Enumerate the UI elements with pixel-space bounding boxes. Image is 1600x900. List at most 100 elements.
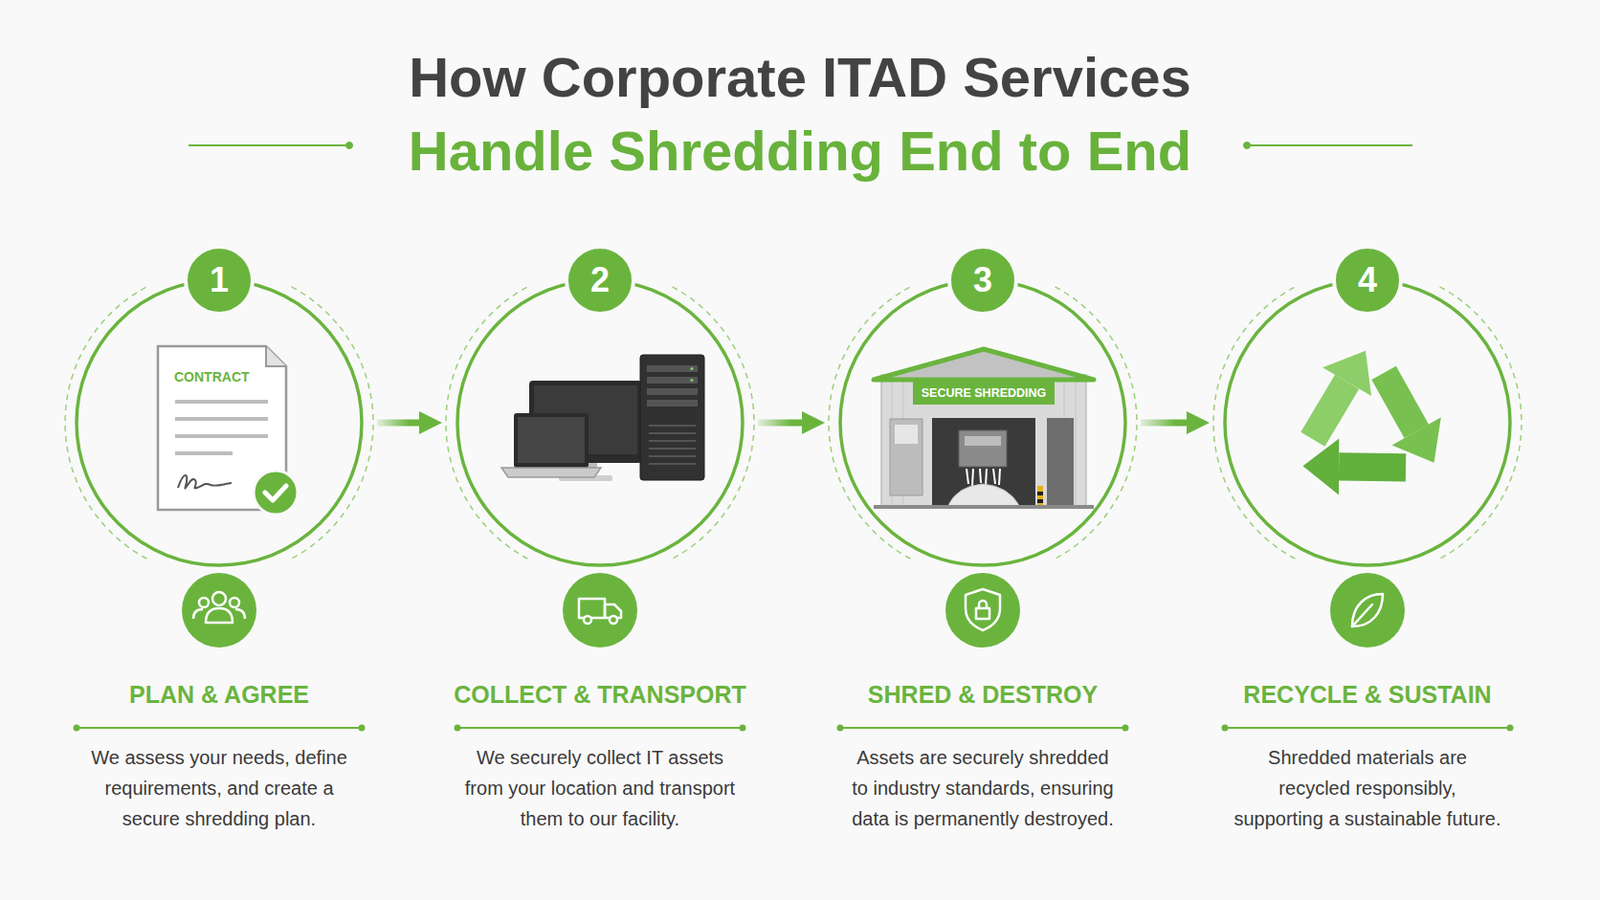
- step-icon: [578, 599, 622, 624]
- step-icon: [945, 573, 1021, 648]
- step-heading: COLLECT & TRANSPORT: [442, 679, 758, 711]
- step-heading: PLAN & AGREE: [61, 679, 378, 711]
- shredding-building-illustration: [1046, 418, 1074, 508]
- document-label: CONTRACT: [174, 368, 250, 386]
- step-icon: [965, 589, 1000, 631]
- process-step: 4RECYCLE & SUSTAIN Shredded materials are…: [1209, 239, 1526, 852]
- step-icon: [212, 592, 226, 606]
- shredding-building-illustration: [985, 468, 987, 487]
- shredding-building-illustration: [999, 468, 1000, 486]
- shredding-building-illustration: [979, 468, 981, 484]
- process-step: 3SHRED & DESTROYAssets are securely shre…: [824, 239, 1141, 852]
- heading-rule: [76, 727, 362, 730]
- step-icon: [562, 573, 638, 648]
- recycle-symbol: [1284, 345, 1391, 441]
- computers-illustration: [689, 378, 693, 382]
- shredding-building-illustration: [1037, 486, 1044, 508]
- computers-illustration: [646, 400, 698, 407]
- computers-illustration: [640, 355, 705, 481]
- recycle-symbol: [1383, 373, 1442, 464]
- shredding-building-illustration: [958, 430, 1007, 467]
- step-icon: [1330, 573, 1405, 648]
- shredding-building-illustration: [873, 349, 1094, 380]
- step-description: We securely collect IT assets from your …: [461, 742, 739, 835]
- step-icon: [235, 609, 245, 620]
- computers-illustration: [648, 424, 696, 427]
- step-description: Assets are securely shredded to industry…: [848, 742, 1117, 835]
- step-icon: [1352, 594, 1383, 627]
- computers-illustration: [648, 455, 696, 458]
- shredding-building-illustration: [1075, 378, 1077, 508]
- recycle-symbol: [1299, 429, 1364, 495]
- title-rule-line: [1246, 144, 1413, 147]
- computers-illustration: [648, 463, 696, 466]
- recycle-symbol: [1322, 345, 1387, 411]
- heading-rule-dot: [837, 725, 845, 733]
- step-icon: [578, 599, 605, 619]
- shredding-building-illustration: [873, 505, 1094, 510]
- computers-illustration: [513, 413, 589, 468]
- recycle-symbol: [1338, 438, 1406, 496]
- computers-illustration: [646, 365, 698, 373]
- step-heading: SHRED & DESTROY: [824, 679, 1141, 711]
- computers-illustration: [646, 388, 698, 396]
- step-icon: [945, 573, 1021, 648]
- heading-rule-dot: [1122, 725, 1130, 733]
- heading-rule-dot: [73, 725, 81, 733]
- step-icon: [609, 616, 618, 624]
- title-rule-dot: [346, 142, 354, 150]
- contract-illustration: [175, 451, 233, 456]
- step-circle: [1224, 280, 1511, 566]
- process-step: 1PLAN & AGREEWe assess your needs, defin…: [61, 239, 378, 852]
- step-number: 1: [61, 259, 378, 302]
- computers-illustration: [517, 417, 585, 464]
- step-icon: [965, 589, 1000, 631]
- shredding-building-illustration: [1037, 499, 1044, 504]
- step-icon: [976, 608, 990, 620]
- computers-illustration: [689, 367, 693, 371]
- shredding-building-illustration: [894, 424, 918, 445]
- computers-illustration: [646, 377, 698, 384]
- step-icon: [181, 573, 257, 648]
- step-icon: [1352, 604, 1373, 627]
- recycle-symbol: [1383, 373, 1417, 432]
- shredding-building-illustration: [966, 468, 1000, 487]
- computers-illustration: [648, 432, 696, 435]
- shredding-building-illustration: [993, 468, 996, 485]
- step-number: 4: [1209, 259, 1526, 302]
- computers-illustration: [501, 355, 705, 482]
- shredding-building-illustration: [932, 418, 1036, 508]
- shredding-building-illustration: [972, 468, 974, 487]
- step-heading: RECYCLE & SUSTAIN: [1209, 679, 1526, 711]
- heading-rule: [840, 727, 1126, 730]
- heading-rule-dot: [739, 725, 747, 733]
- title-rule-dot: [1244, 142, 1251, 150]
- contract-illustration: [175, 400, 268, 404]
- contract-illustration: [266, 346, 287, 367]
- contract-illustration: [157, 346, 298, 515]
- building-sign-text: SECURE SHREDDING: [912, 382, 1055, 404]
- flow-arrow: [377, 420, 431, 427]
- shredding-building-illustration: [912, 381, 1055, 405]
- flow-arrow: [1140, 420, 1199, 427]
- computers-illustration: [501, 467, 601, 478]
- step-icon: [205, 608, 233, 623]
- step-circle: [76, 280, 362, 566]
- recycle-symbol: [1296, 381, 1364, 440]
- recycle-symbol: [1284, 345, 1442, 518]
- step-number: 2: [442, 259, 758, 302]
- shredding-building-illustration: [947, 484, 1021, 508]
- step-circle: [457, 280, 743, 566]
- step-icon: [193, 609, 203, 620]
- computers-illustration: [648, 447, 696, 450]
- step-icon: [1352, 594, 1383, 627]
- shredding-building-illustration: [1037, 491, 1044, 496]
- computers-illustration: [648, 440, 696, 443]
- contract-illustration: [265, 486, 287, 501]
- heading-rule: [457, 727, 743, 730]
- step-description: Shredded materials are recycled responsi…: [1232, 742, 1504, 835]
- step-icon: [181, 573, 257, 648]
- shredding-building-illustration: [964, 436, 1001, 446]
